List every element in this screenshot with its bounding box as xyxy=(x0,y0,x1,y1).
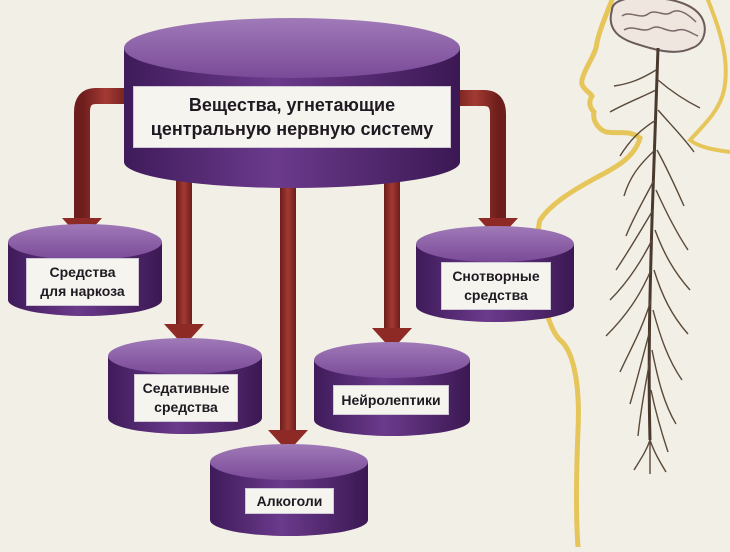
main-node-text: Вещества, угнетающие центральную нервную… xyxy=(150,95,434,139)
alcohols-text: Алкоголи xyxy=(256,492,323,509)
neuroleptics-text: Нейролептики xyxy=(341,391,441,408)
neuroleptics-label: Нейролептики xyxy=(333,385,449,415)
brain-icon xyxy=(609,0,706,53)
arrow-to-anesthesia xyxy=(74,88,130,222)
sedatives-text: Седативные средства xyxy=(142,380,230,415)
sedatives-label: Седативные средства xyxy=(134,374,238,422)
arrow-to-neuroleptics xyxy=(384,180,400,330)
arrows xyxy=(62,88,518,452)
anesthesia-label: Средства для наркоза xyxy=(26,258,139,306)
alcohols-label: Алкоголи xyxy=(245,488,334,514)
human-figure-icon xyxy=(535,0,730,550)
spinal-cord xyxy=(647,47,660,441)
hypnotics-label: Снотворные средства xyxy=(441,262,551,310)
body-outline xyxy=(535,0,643,550)
nerve-branches xyxy=(605,69,701,474)
arrow-to-alcohols xyxy=(280,186,296,432)
main-node-label: Вещества, угнетающие центральную нервную… xyxy=(133,86,451,148)
back-outline xyxy=(687,0,730,154)
anesthesia-text: Средства для наркоза xyxy=(40,264,125,299)
arrow-to-hypnotics xyxy=(452,90,506,222)
arrow-to-sedatives xyxy=(176,176,192,326)
hypnotics-text: Снотворные средства xyxy=(452,268,540,303)
